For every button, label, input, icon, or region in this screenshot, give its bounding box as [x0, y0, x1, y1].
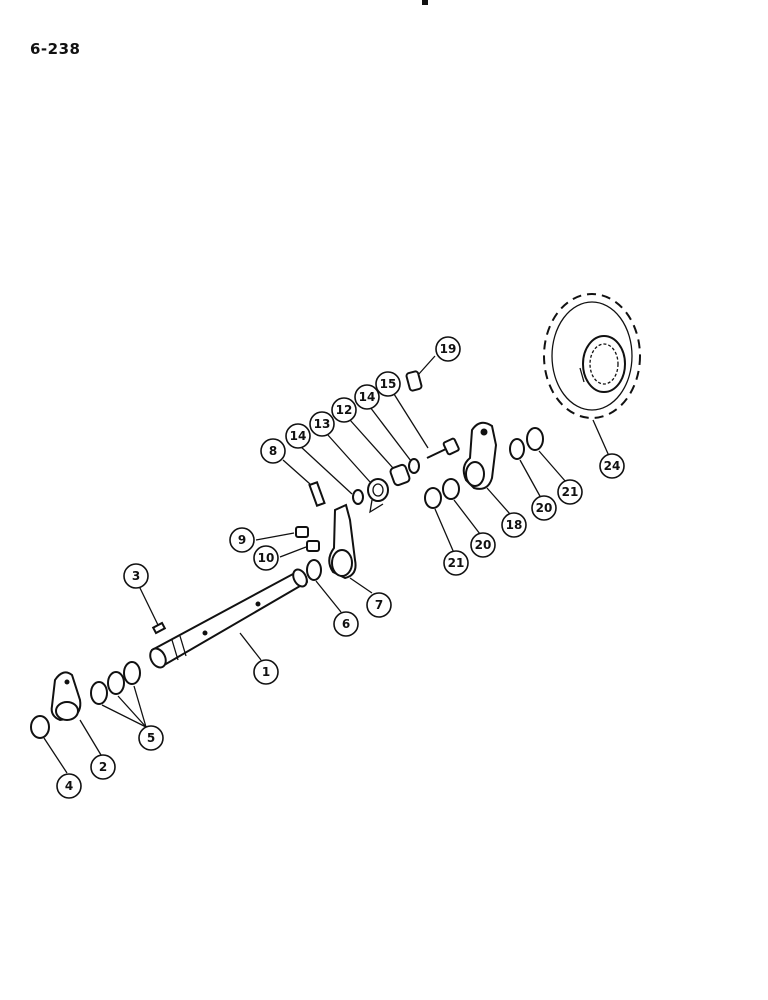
svg-text:4: 4 [65, 779, 73, 793]
callout-7: 7 [366, 592, 392, 618]
svg-text:7: 7 [375, 598, 383, 612]
callout-20-right: 20 [531, 495, 557, 521]
callout-19: 19 [435, 336, 461, 362]
svg-text:6: 6 [342, 617, 350, 631]
callout-9: 9 [229, 527, 255, 553]
part-bushing [389, 463, 411, 487]
page-number: 6-238 [30, 40, 81, 58]
leader-lines [43, 355, 610, 774]
svg-text:13: 13 [314, 417, 331, 431]
part-washers [90, 661, 141, 705]
callout-13: 13 [309, 411, 335, 437]
svg-text:21: 21 [448, 556, 465, 570]
callout-24: 24 [599, 453, 625, 479]
part-arm-hub [328, 503, 357, 580]
part-shaft [149, 568, 309, 669]
part-small-washers [352, 458, 420, 505]
svg-text:12: 12 [336, 403, 353, 417]
callout-8: 8 [260, 438, 286, 464]
callout-21-left: 21 [443, 550, 469, 576]
part-set-screw [405, 370, 423, 392]
callout-20-left: 20 [470, 532, 496, 558]
part-rings-left [424, 478, 460, 509]
callout-2: 2 [90, 754, 116, 780]
callout-3: 3 [123, 563, 149, 589]
svg-text:10: 10 [258, 551, 275, 565]
svg-text:9: 9 [238, 533, 246, 547]
svg-text:5: 5 [147, 731, 155, 745]
part-rings-right [509, 427, 544, 460]
svg-text:3: 3 [132, 569, 140, 583]
svg-text:1: 1 [262, 665, 270, 679]
svg-text:14: 14 [359, 390, 376, 404]
callout-4: 4 [56, 773, 82, 799]
part-snap-ring [30, 715, 50, 739]
svg-text:24: 24 [604, 459, 621, 473]
callout-12: 12 [331, 397, 357, 423]
callout-10: 10 [253, 545, 279, 571]
svg-text:14: 14 [290, 429, 307, 443]
part-bolt [295, 526, 309, 538]
part-bracket [462, 421, 498, 490]
part-sprocket [543, 293, 641, 419]
part-key [151, 621, 167, 635]
callout-21-right: 21 [557, 479, 583, 505]
part-torsion-spring [367, 478, 389, 514]
part-pin [308, 481, 326, 507]
svg-text:2: 2 [99, 760, 107, 774]
top-edge-mark [422, 0, 428, 5]
svg-text:20: 20 [475, 538, 492, 552]
callout-18: 18 [501, 512, 527, 538]
part-cap-screw [426, 437, 460, 459]
part-nut [306, 540, 320, 552]
svg-text:19: 19 [440, 342, 457, 356]
callout-6: 6 [333, 611, 359, 637]
callout-14-left: 14 [285, 423, 311, 449]
callout-15: 15 [375, 371, 401, 397]
svg-text:21: 21 [562, 485, 579, 499]
svg-text:15: 15 [380, 377, 397, 391]
callout-14-right: 14 [354, 384, 380, 410]
callout-1: 1 [253, 659, 279, 685]
svg-text:20: 20 [536, 501, 553, 515]
part-lever-arm [50, 671, 82, 722]
part-o-ring [306, 559, 322, 581]
svg-text:8: 8 [269, 444, 277, 458]
callout-5: 5 [138, 725, 164, 751]
svg-text:18: 18 [506, 518, 523, 532]
